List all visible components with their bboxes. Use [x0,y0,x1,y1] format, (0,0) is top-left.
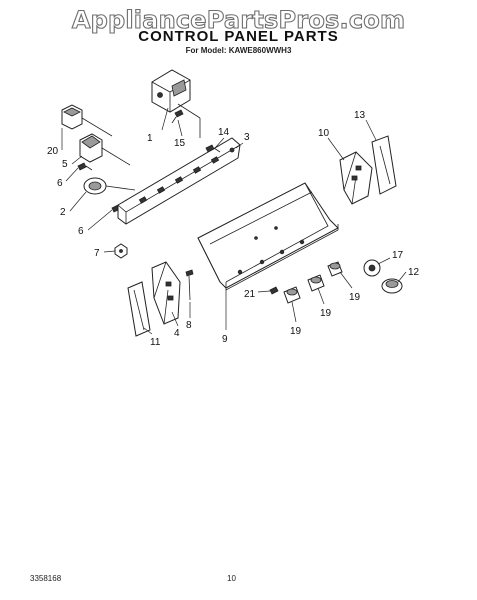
part-2-switch [83,177,136,195]
part-6-screw-upper [77,162,93,171]
part-12-knob [381,278,403,294]
part-8-screw [185,269,194,301]
part-10-bracket [339,151,373,205]
part-9-control-panel [197,182,339,291]
callout-2: 2 [60,207,66,218]
model-line: For Model: KAWE860WWH3 [185,46,292,55]
callout-21: 21 [244,289,256,300]
part-21-clip [269,286,279,295]
callout-labels: 1 15 14 3 20 5 6 2 6 7 13 10 17 12 19 19… [47,110,420,348]
callout-14: 14 [218,127,230,138]
part-13-end-cap [371,135,397,195]
part-3-bracket [117,137,241,225]
callout-7: 7 [94,248,100,259]
part-14-screw [205,144,221,153]
part-20-switch [61,104,113,137]
part-19-knob-a [327,261,343,277]
callout-11: 11 [150,337,161,348]
part-19-knob-c [283,286,301,304]
part-5-switch [79,133,131,166]
part-11-end-cap [127,281,151,337]
callout-4: 4 [174,328,180,339]
callout-19c: 19 [290,326,302,337]
callout-19b: 19 [320,308,332,319]
callout-17: 17 [392,250,404,261]
callout-6b: 6 [78,226,84,237]
page-number: 10 [227,574,236,583]
callout-1: 1 [147,133,153,144]
document-number: 3358168 [30,574,62,583]
page-title: CONTROL PANEL PARTS [138,28,339,45]
part-17-washer [363,259,381,277]
callout-5: 5 [62,159,68,170]
part-7-nut [114,243,128,259]
callout-20: 20 [47,146,59,157]
callout-6a: 6 [57,178,63,189]
part-19-knob-b [307,274,325,292]
part-1-timer [151,69,201,138]
callout-3: 3 [244,132,250,143]
part-4-bracket [151,261,181,325]
callout-10: 10 [318,128,330,139]
callout-12: 12 [408,267,420,278]
callout-9: 9 [222,334,228,345]
leader-lines [61,107,407,335]
callout-19a: 19 [349,292,361,303]
callout-8: 8 [186,320,192,331]
watermark: AppliancePartsPros.com [71,5,406,34]
part-15-screw [171,109,184,124]
callout-15: 15 [174,138,186,149]
callout-13: 13 [354,110,366,121]
